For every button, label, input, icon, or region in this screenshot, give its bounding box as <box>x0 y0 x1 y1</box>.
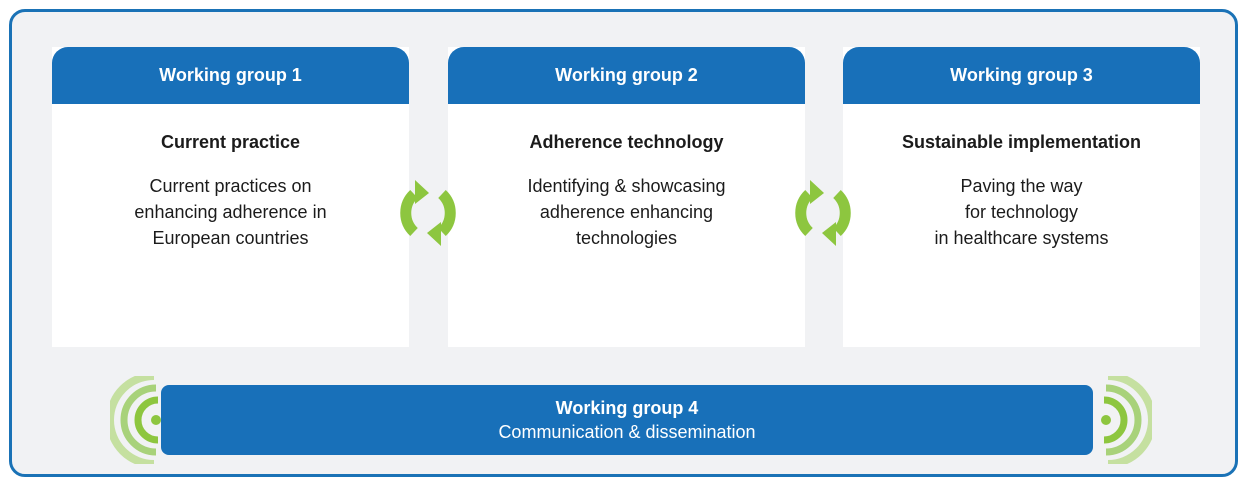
description-line: European countries <box>152 228 309 248</box>
description-line: enhancing adherence in <box>134 202 327 222</box>
working-group-3-title: Sustainable implementation <box>901 132 1142 152</box>
description-line: Identifying & showcasing <box>527 176 726 196</box>
signal-waves-icon <box>110 376 161 464</box>
description-line: technologies <box>575 228 678 248</box>
working-group-1-header: Working group 1 <box>52 47 409 104</box>
working-group-2-title: Adherence technology <box>529 132 724 152</box>
working-group-4-bar: Working group 4 Communication & dissemin… <box>161 385 1093 455</box>
description-line: Paving the way <box>960 176 1083 196</box>
working-group-1-card: Working group 1 Current practice Current… <box>52 47 409 347</box>
description-line: in healthcare systems <box>934 228 1109 248</box>
working-group-1-description: Current practices on enhancing adherence… <box>52 173 409 251</box>
working-group-2-description: Identifying & showcasing adherence enhan… <box>448 173 805 251</box>
cycle-arrows-icon <box>400 180 456 246</box>
description-line: Current practices on <box>149 176 312 196</box>
working-group-4-title: Working group 4 <box>555 398 699 418</box>
working-group-3-header: Working group 3 <box>843 47 1200 104</box>
working-group-3-description: Paving the way for technology in healthc… <box>843 173 1200 251</box>
description-line: for technology <box>964 202 1079 222</box>
description-line: adherence enhancing <box>539 202 714 222</box>
working-group-2-header: Working group 2 <box>448 47 805 104</box>
signal-waves-icon <box>1101 376 1152 464</box>
cycle-arrows-icon <box>795 180 851 246</box>
working-group-1-title: Current practice <box>160 132 301 152</box>
working-group-3-card: Working group 3 Sustainable implementati… <box>843 47 1200 347</box>
working-group-4-subtitle: Communication & dissemination <box>498 422 756 442</box>
working-group-2-card: Working group 2 Adherence technology Ide… <box>448 47 805 347</box>
